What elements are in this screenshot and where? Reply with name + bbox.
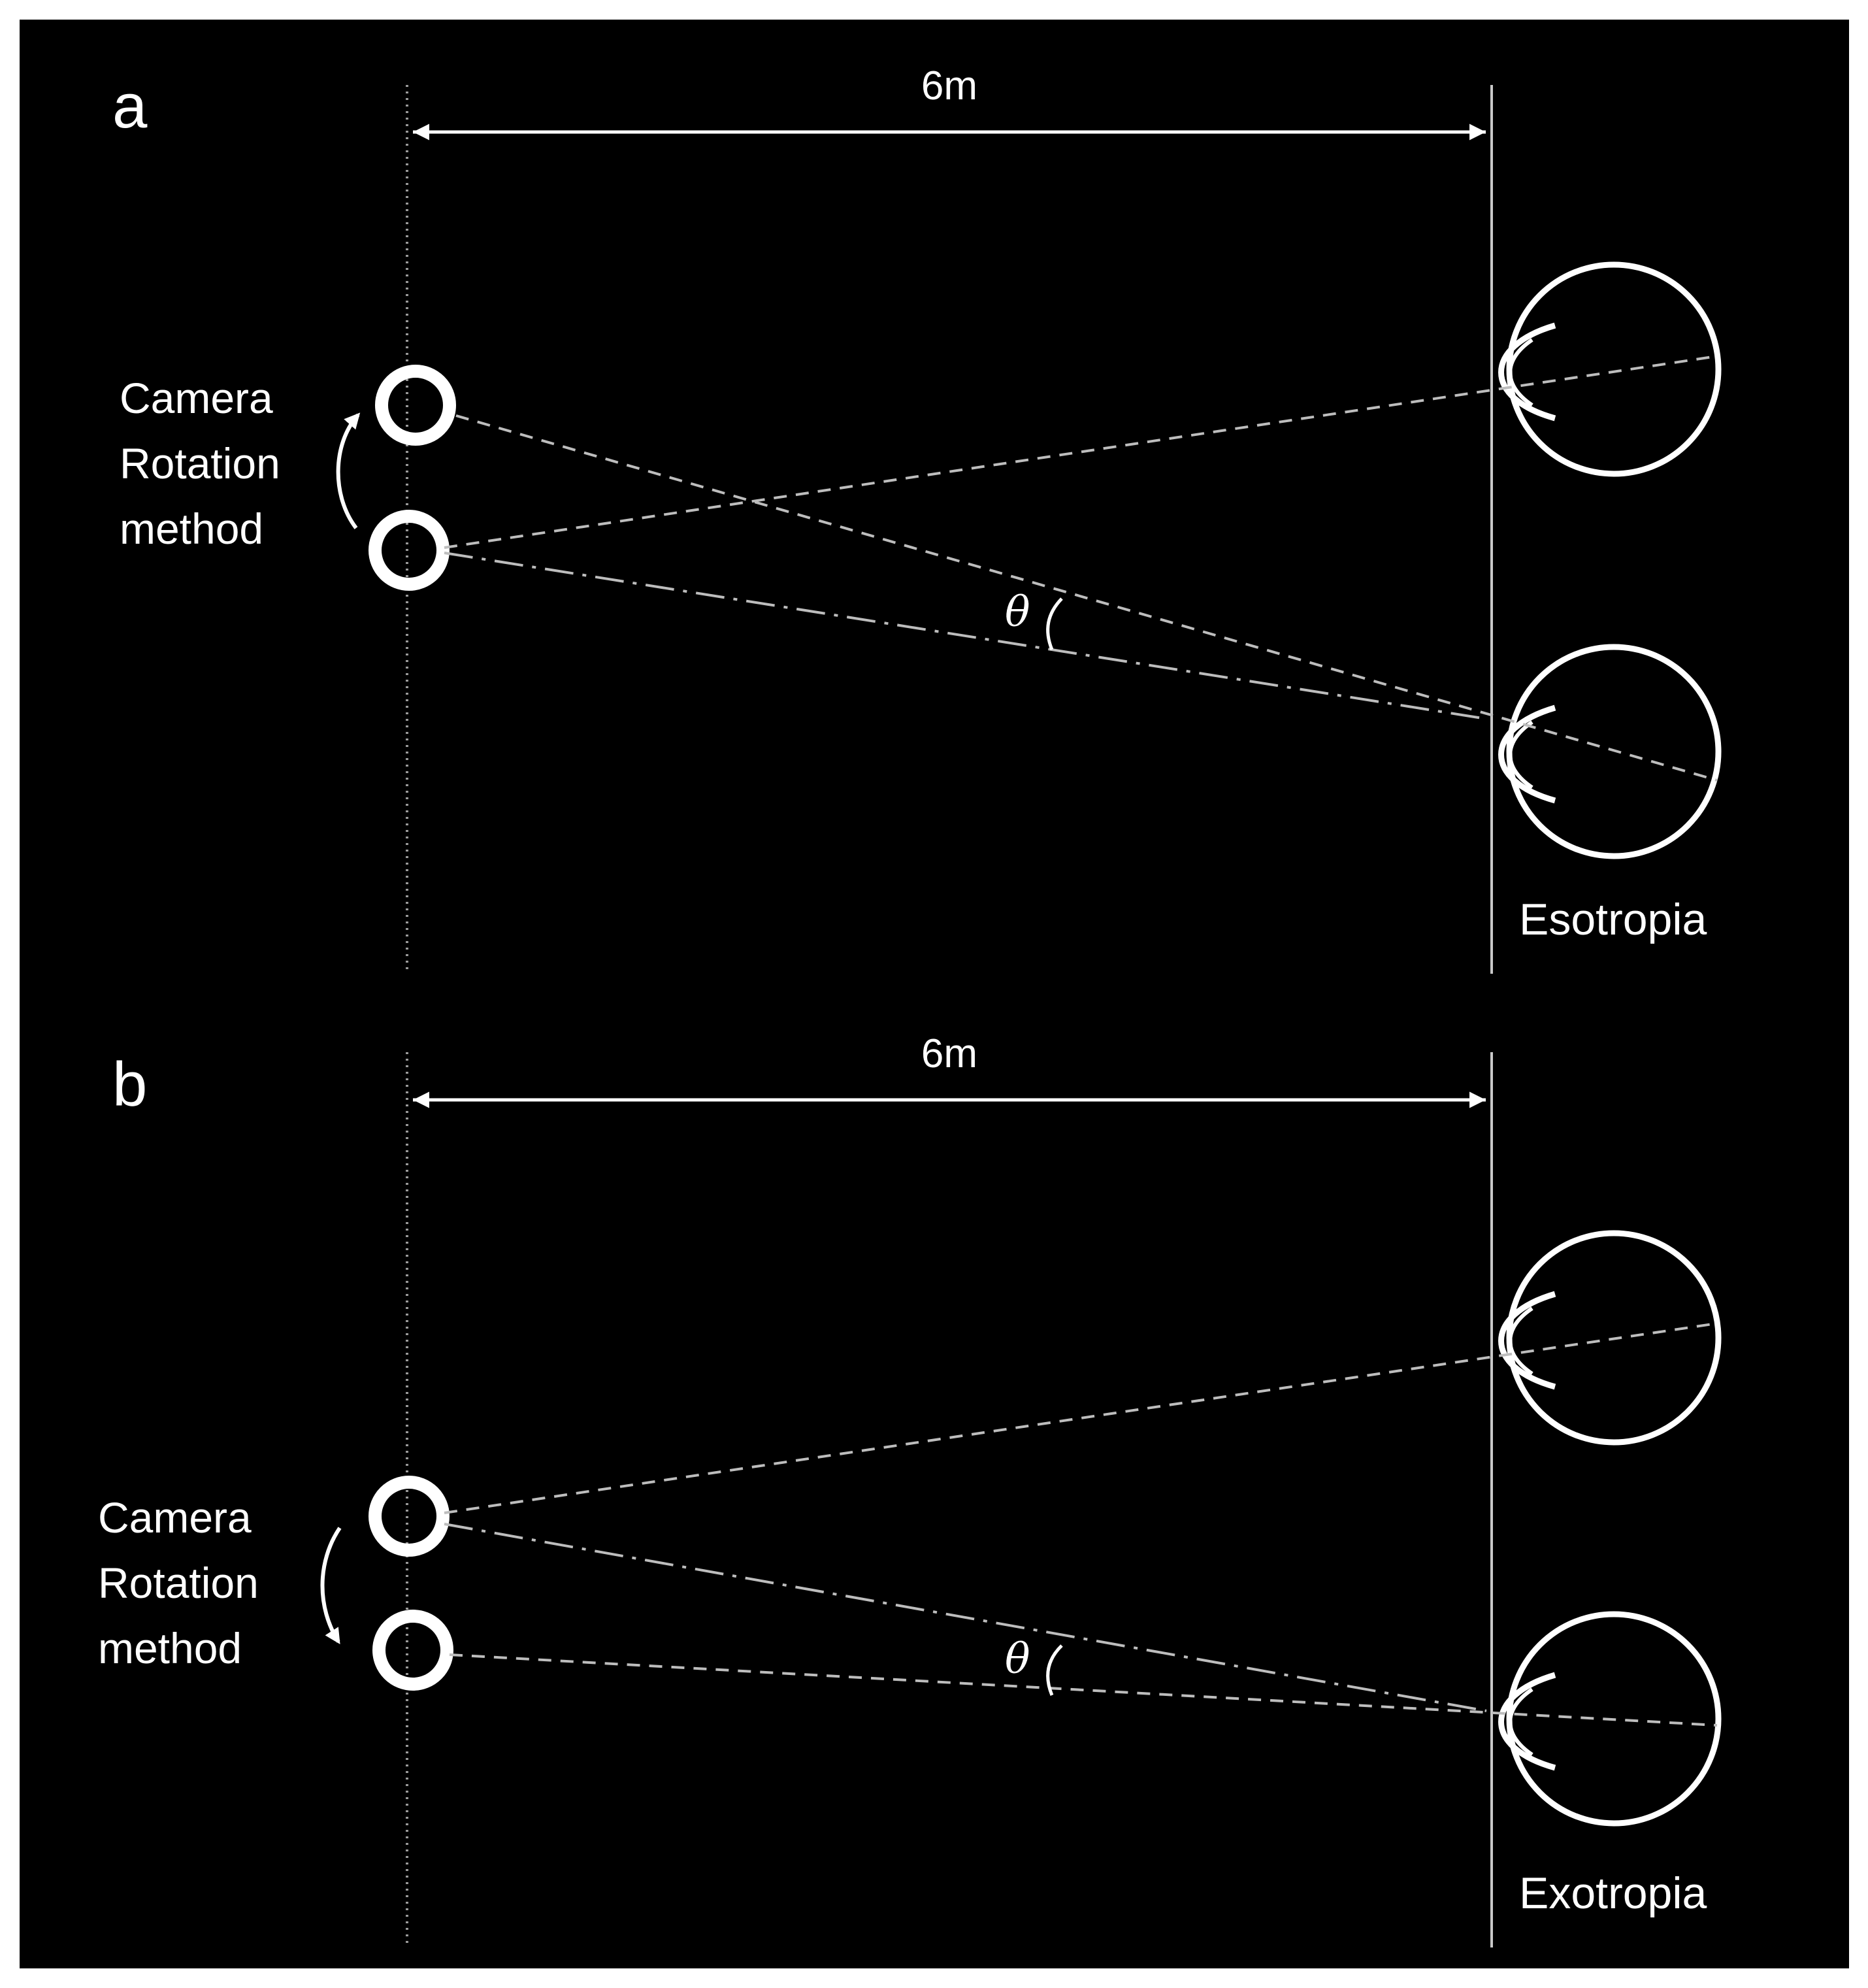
dashed-sight-line <box>444 1322 1718 1514</box>
panel-a-letter: a <box>112 71 148 141</box>
dash-dot-axis-line <box>444 1523 1487 1712</box>
dash-dot-axis-line <box>444 552 1487 720</box>
condition-label: Esotropia <box>1519 895 1707 944</box>
panel-b-letter: b <box>112 1050 147 1119</box>
figure-background <box>20 20 1849 1968</box>
panel-b: b 6m θ Camera Rotation <box>98 1031 1722 1947</box>
cornea <box>1498 704 1556 804</box>
rotation-arrow <box>320 1527 342 1645</box>
rotation-arrow <box>336 412 361 529</box>
method-label-line1: Camera <box>98 1493 252 1542</box>
angle-arc <box>1046 597 1063 650</box>
method-label-line3: method <box>98 1624 242 1672</box>
cornea <box>1498 322 1556 422</box>
dashed-sight-line <box>444 355 1718 549</box>
upper-eye <box>1498 1230 1722 1446</box>
method-label-line1: Camera <box>120 374 273 422</box>
angle-theta-label: θ <box>1005 1635 1030 1683</box>
cornea-inner <box>1508 1687 1533 1757</box>
camera-upper <box>369 1476 450 1557</box>
angle-theta-label: θ <box>1005 588 1030 637</box>
camera-lower <box>372 1610 453 1691</box>
upper-eye <box>1498 261 1722 477</box>
panel-a: a 6m θ Camera Rotation <box>112 63 1722 974</box>
camera-upper <box>375 365 456 446</box>
cornea-inner <box>1508 1306 1533 1376</box>
distance-label: 6m <box>921 63 977 108</box>
lower-eye <box>1498 644 1722 859</box>
cornea-inner <box>1508 338 1533 407</box>
cornea <box>1498 1672 1556 1771</box>
condition-label: Exotropia <box>1519 1868 1707 1918</box>
angle-arc <box>1046 1644 1063 1696</box>
method-label-line3: method <box>120 505 263 553</box>
method-label-line2: Rotation <box>120 439 280 488</box>
dashed-sight-line <box>455 414 1718 782</box>
lower-eye <box>1498 1611 1722 1827</box>
method-label-line2: Rotation <box>98 1559 259 1607</box>
distance-label: 6m <box>921 1031 977 1076</box>
cornea-inner <box>1508 720 1533 789</box>
cornea <box>1498 1291 1556 1390</box>
dashed-sight-line <box>449 1653 1718 1727</box>
camera-lower <box>369 510 450 591</box>
